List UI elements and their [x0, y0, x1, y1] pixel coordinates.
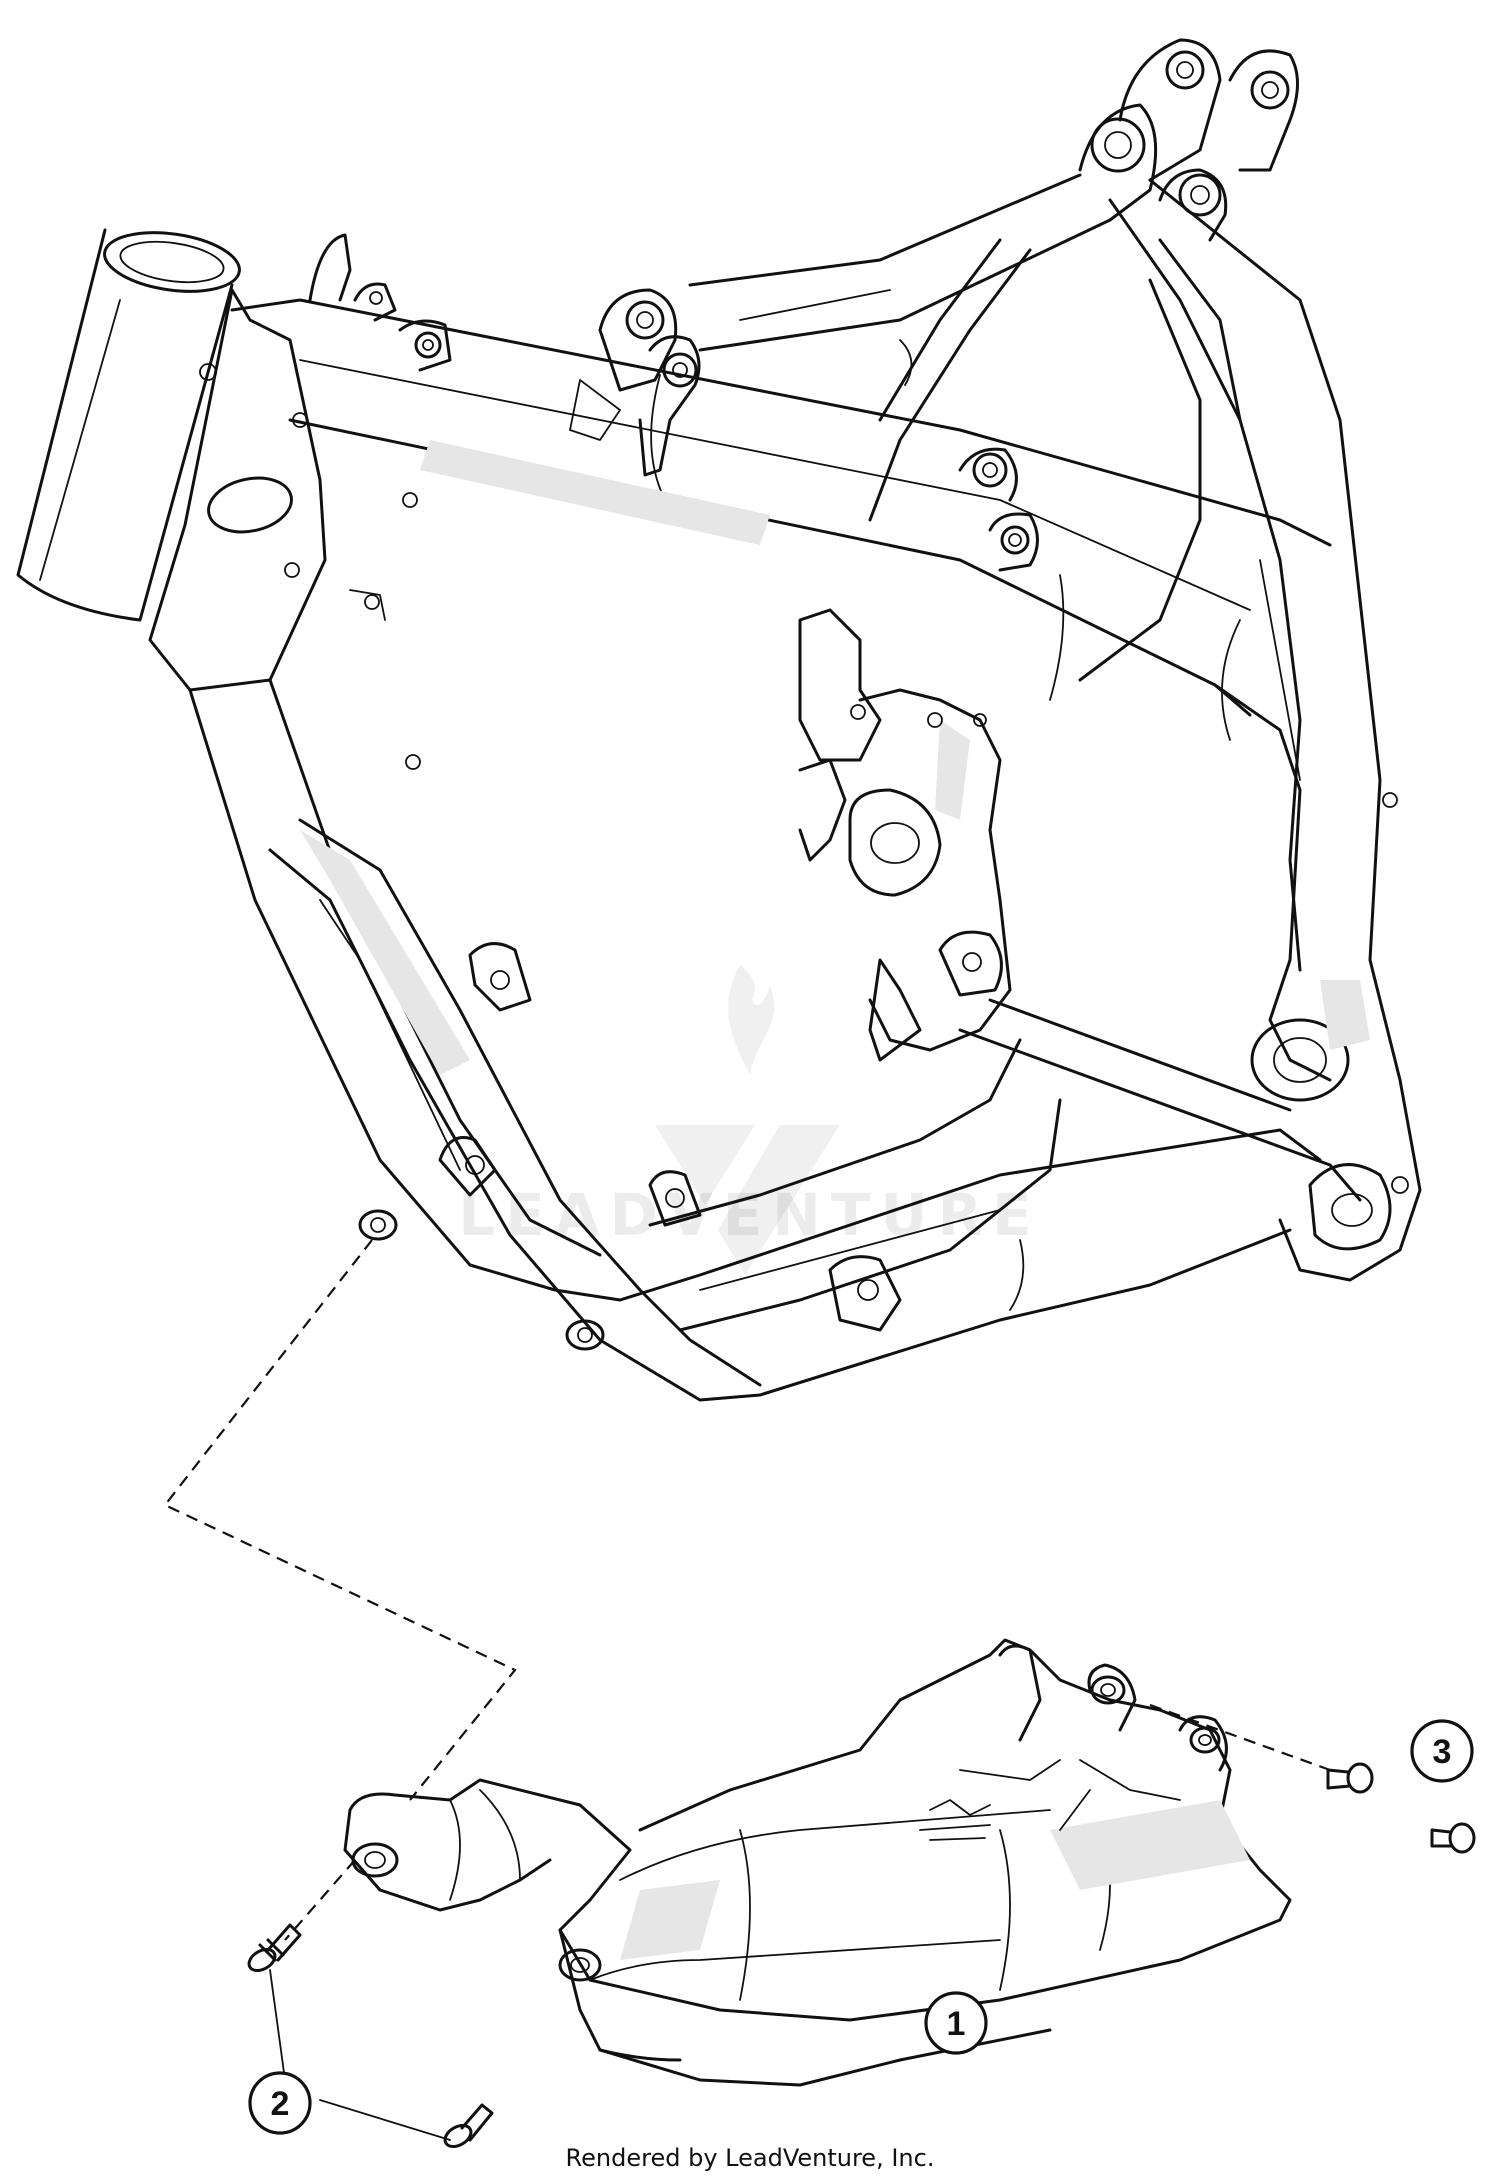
- callout-3[interactable]: 3: [1410, 1719, 1474, 1783]
- footer-credit: Rendered by LeadVenture, Inc.: [566, 2144, 935, 2172]
- leader-line-front: [284, 1859, 356, 1941]
- motorcycle-frame: [16, 38, 1422, 1402]
- callout-1[interactable]: 1: [924, 1991, 988, 2055]
- skid-plate-bolt-rear-upper: [1326, 1762, 1374, 1794]
- skid-plate: [343, 1638, 1292, 2087]
- skid-plate-bolt-rear-lower: [1430, 1822, 1476, 1854]
- callout-2[interactable]: 2: [248, 2071, 312, 2135]
- leader-line: [163, 1239, 517, 1801]
- steering-head-tube: [16, 228, 241, 622]
- callout-2-leader-b: [319, 2099, 451, 2141]
- callout-3-label: 3: [1433, 1733, 1452, 1771]
- skid-plate-bolt-front-upper: [247, 1923, 302, 1972]
- watermark-text: LEADVENTURE: [458, 1181, 1042, 1249]
- watermark: LEADVENTURE: [458, 965, 1042, 1275]
- callout-2-leader-a: [269, 1969, 286, 2081]
- skid-plate-bolt-front-lower: [443, 2103, 494, 2148]
- leader-line-rear: [1149, 1703, 1331, 1772]
- callout-1-label: 1: [947, 2005, 966, 2043]
- skid-plate-logo: [919, 1799, 991, 1841]
- callout-2-label: 2: [271, 2085, 290, 2123]
